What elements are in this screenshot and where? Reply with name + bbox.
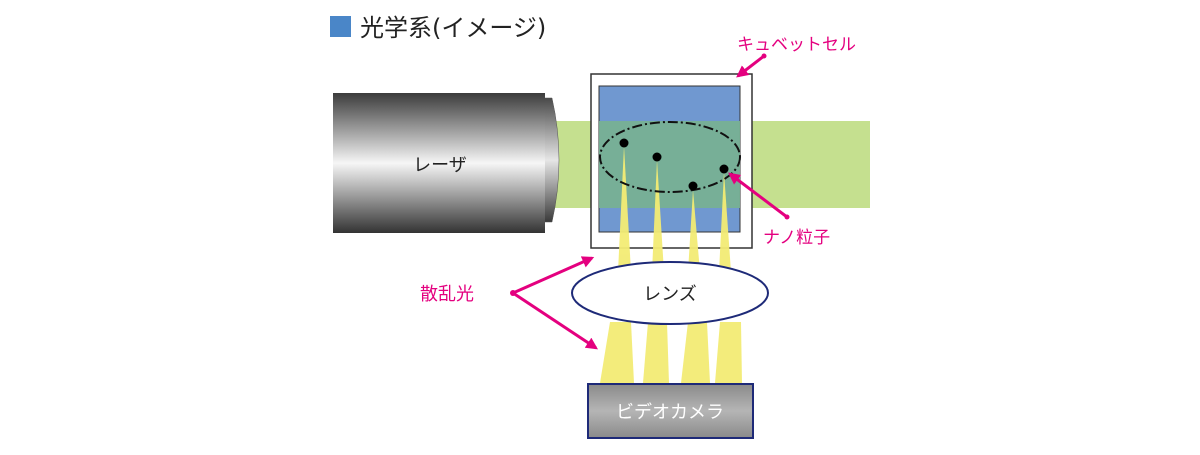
scattered-light-label: 散乱光 (420, 284, 474, 305)
nanoparticle-label: ナノ粒子 (763, 228, 830, 248)
nanoparticle-pointer-dot (784, 214, 790, 220)
lens-label: レンズ (643, 284, 697, 305)
nanoparticle-region (599, 121, 741, 193)
lens-shape (571, 261, 769, 325)
scattered-light-beams (600, 146, 742, 383)
cuvette-pointer-dot (761, 53, 767, 59)
scatter-beam-4 (719, 172, 731, 272)
scattered-light-arrow-down (512, 291, 599, 350)
scattered-light-arrow-up (512, 256, 595, 295)
cuvette-pointer-arrow (736, 54, 765, 78)
video-camera-body (587, 383, 754, 439)
video-camera-label: ビデオカメラ (616, 402, 724, 423)
scatter-beam-8 (715, 322, 742, 383)
nanoparticle-dot (688, 181, 698, 191)
laser-body (333, 93, 545, 233)
nanoparticle-pointer-arrow (728, 172, 788, 219)
scatter-beam-1 (618, 146, 631, 272)
nanoparticle-dot (652, 152, 662, 162)
scattered-light-pointer-dot (510, 290, 516, 296)
scatter-beam-7 (681, 322, 710, 383)
title-square-icon (330, 16, 351, 37)
scatter-beam-5 (600, 322, 634, 383)
scatter-beam-6 (643, 322, 669, 383)
nanoparticle-dot (719, 164, 729, 174)
beam-in-cuvette (599, 121, 740, 208)
cuvette-label: キュベットセル (737, 35, 856, 55)
laser-label: レーザ (413, 155, 467, 176)
scatter-beam-3 (688, 190, 700, 272)
nanoparticle-dot (619, 138, 629, 148)
scatter-beam-2 (652, 160, 664, 272)
diagram-title: 光学系(イメージ) (360, 14, 546, 42)
